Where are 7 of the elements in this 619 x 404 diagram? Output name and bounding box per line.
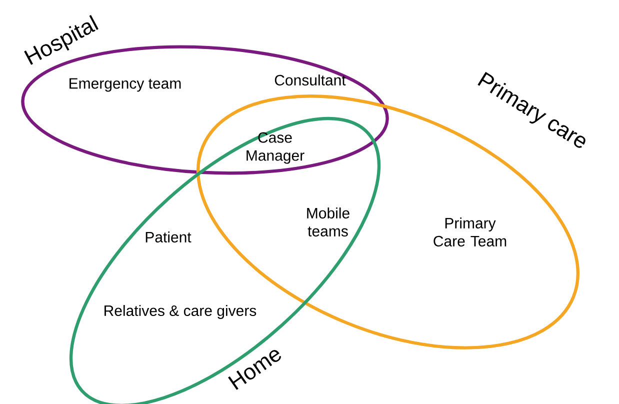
region-label: Case Manager: [246, 132, 304, 164]
region-label: Mobile teams: [307, 207, 350, 236]
region-label: Primary Care Team: [434, 217, 506, 246]
region-label: Emergency team: [70, 78, 181, 92]
region-label: Patient: [146, 231, 192, 242]
region-label: Relatives & care givers: [104, 305, 256, 319]
region-label: Consultant: [274, 74, 346, 86]
